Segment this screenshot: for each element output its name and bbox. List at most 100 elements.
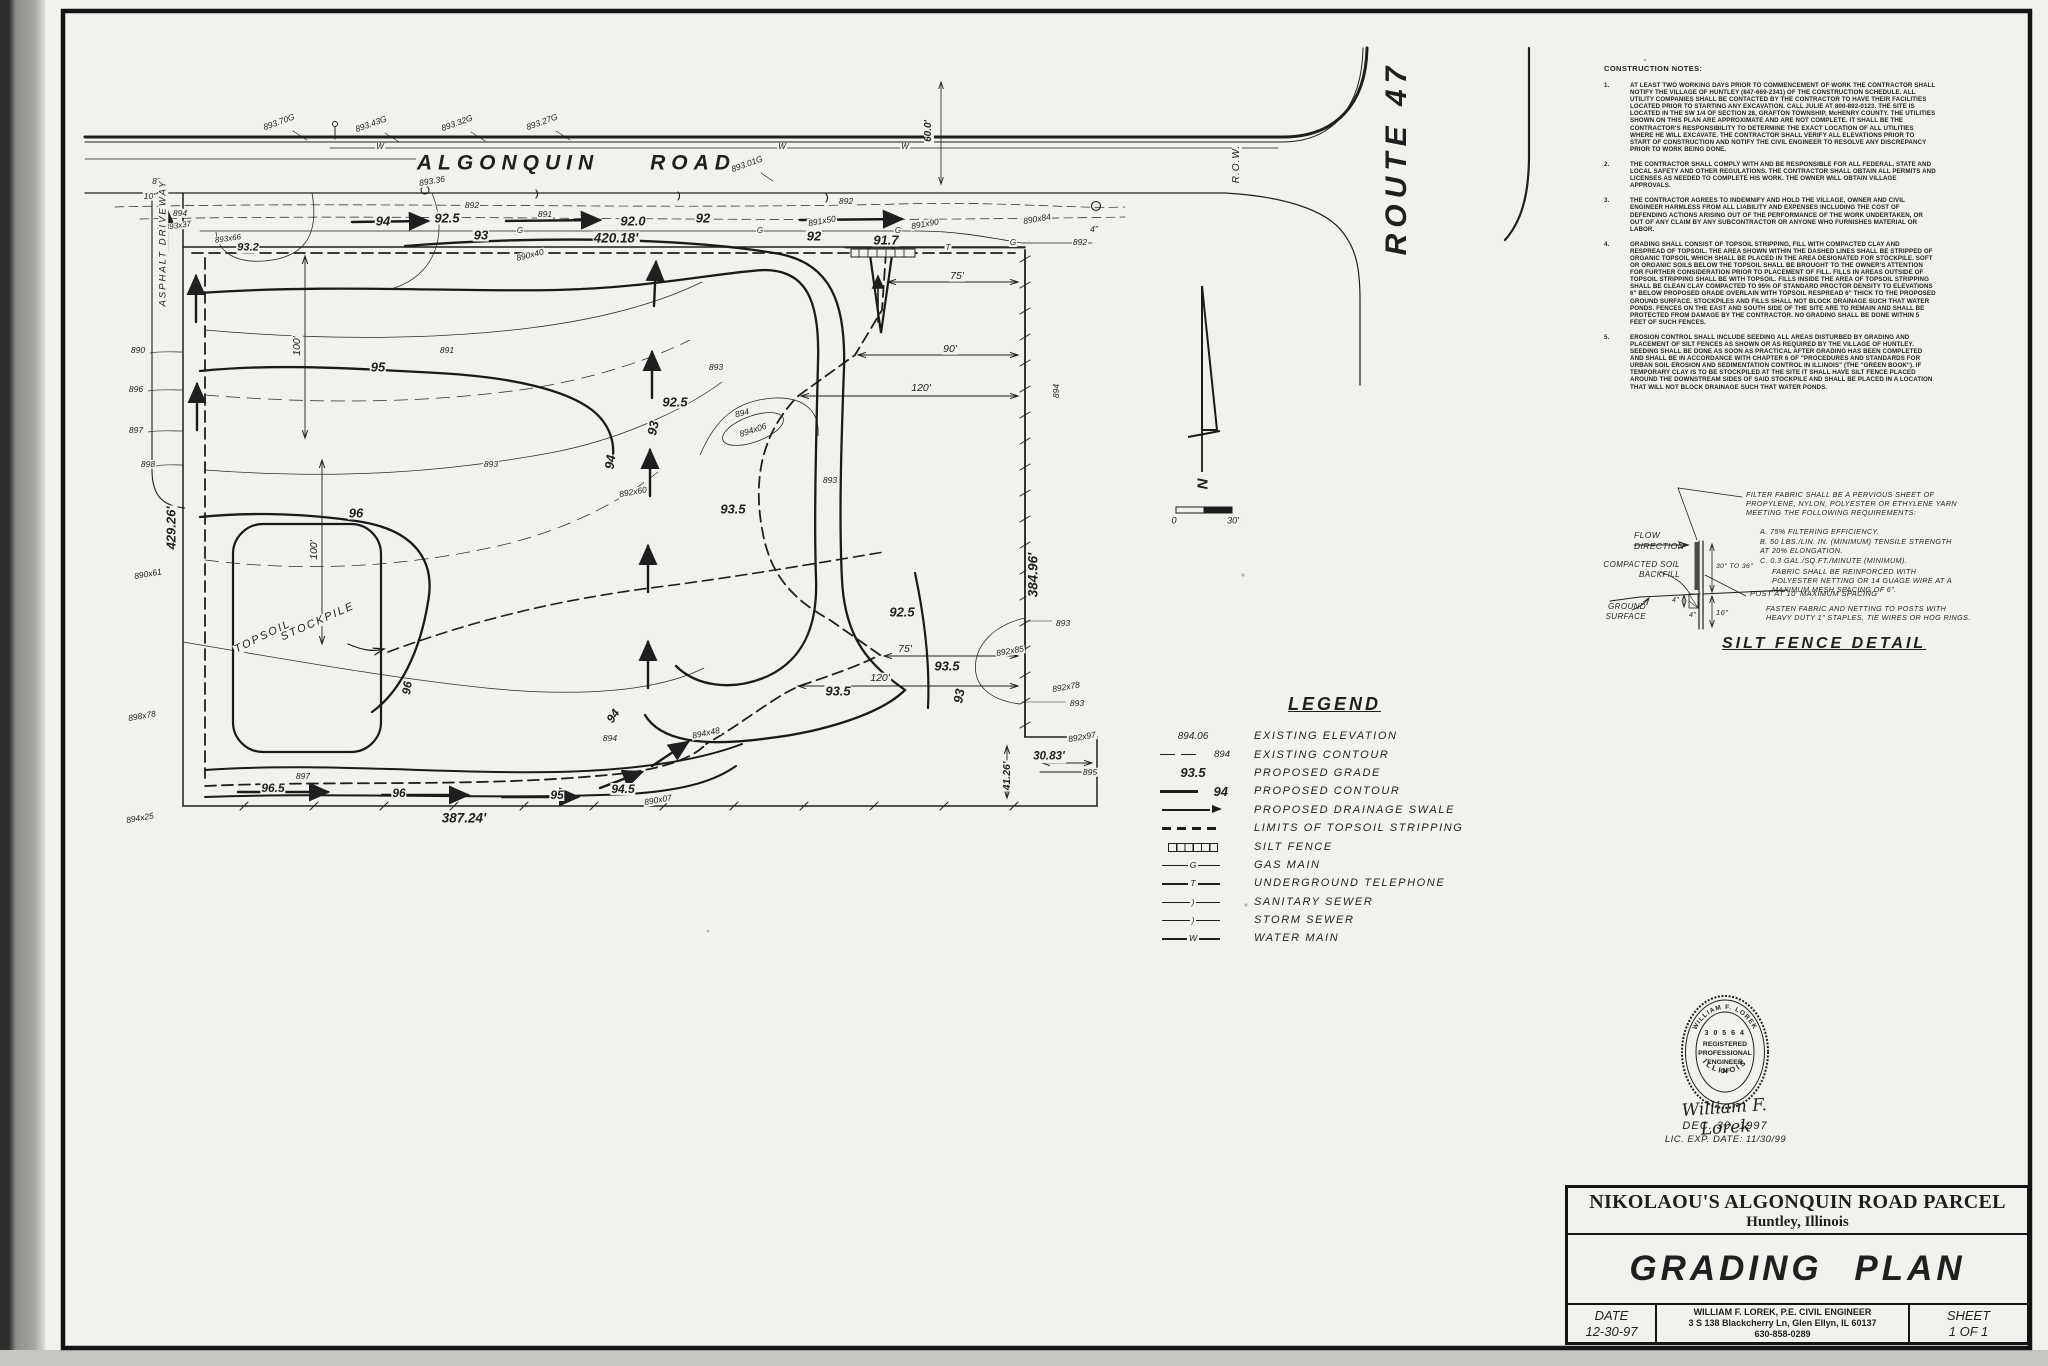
scan-specks: [706, 58, 1647, 933]
fasten-note: FASTEN FABRIC AND NETTING TO POSTS WITH …: [1766, 604, 1971, 622]
legend: LEGEND 894.06 EXISTING ELEVATION 894 EXISTI…: [1160, 694, 1540, 948]
engineer-cell: WILLIAM F. LOREK, P.E. CIVIL ENGINEER 3 …: [1657, 1305, 1910, 1342]
topsoil-stripping-limits: [191, 251, 1016, 787]
req-b: B. 50 LBS./LIN. IN. (MINIMUM) TENSILE ST…: [1760, 537, 1952, 555]
legend-item: 94 PROPOSED CONTOUR: [1160, 782, 1540, 800]
title-block: NIKOLAOU'S ALGONQUIN ROAD PARCEL Huntley…: [1565, 1185, 2030, 1345]
date-cell: DATE 12-30-97: [1568, 1305, 1657, 1342]
legend-item-label: EXISTING CONTOUR: [1254, 748, 1390, 761]
seal-line2: PROFESSIONAL: [1698, 1050, 1752, 1057]
line-g-symbol: G: [1160, 857, 1226, 873]
arrow-symbol: [1160, 802, 1226, 818]
line-t-symbol: T: [1160, 875, 1226, 891]
silt-fence-detail-title: SILT FENCE DETAIL: [1722, 635, 1927, 652]
legend-item-label: WATER MAIN: [1254, 932, 1340, 945]
legend-item: ) SANITARY SEWER: [1160, 893, 1540, 911]
dashes-symbol: [1160, 820, 1226, 836]
existing-contours: [147, 192, 1066, 705]
date-value: 12-30-97: [1585, 1323, 1638, 1339]
legend-item: 93.5 PROPOSED GRADE: [1160, 764, 1540, 782]
legend-item-label: PROPOSED DRAINAGE SWALE: [1254, 803, 1456, 816]
req-c: C. 0.3 GAL./SQ.FT./MINUTE (MINIMUM).: [1760, 556, 1908, 565]
legend-item: 894 EXISTING CONTOUR: [1160, 745, 1540, 763]
drawing-title-cell: GRADING PLAN: [1568, 1235, 2027, 1305]
engineer-address: 3 S 138 Blackcherry Ln, Glen Ellyn, IL 6…: [1688, 1317, 1877, 1328]
elev-symbol: 894.06: [1177, 730, 1209, 742]
grade-symbol: 93.5: [1180, 765, 1206, 781]
legend-item-label: PROPOSED GRADE: [1254, 766, 1381, 779]
seal-line4: OF: [1720, 1068, 1729, 1075]
sheet-label: SHEET: [1946, 1307, 1991, 1323]
legend-item-label: LIMITS OF TOPSOIL STRIPPING: [1254, 822, 1464, 835]
seal-arc-top: WILLIAM F. LOREK: [1692, 1004, 1758, 1031]
legend-item: ) STORM SEWER: [1160, 911, 1540, 929]
fence-height-dim: 30" TO 36": [1716, 563, 1754, 570]
construction-notes-list: 1.AT LEAST TWO WORKING DAYS PRIOR TO COM…: [1604, 82, 1972, 391]
silt-fence-symbol: [850, 248, 916, 258]
scan-edge-left: [0, 0, 46, 1366]
legend-item: PROPOSED DRAINAGE SWALE: [1160, 801, 1540, 819]
roads: [83, 46, 1531, 386]
dimensions: [305, 256, 1092, 798]
compacted-soil-label: COMPACTED SOIL BACKFILL: [1603, 560, 1680, 579]
legend-item: LIMITS OF TOPSOIL STRIPPING: [1160, 819, 1540, 837]
scale-bar: [1175, 506, 1233, 514]
legend-item: T UNDERGROUND TELEPHONE: [1160, 874, 1540, 892]
reinforce-note: FABRIC SHALL BE REINFORCED WITH POLYESTE…: [1772, 567, 1952, 594]
legend-item-label: UNDERGROUND TELEPHONE: [1254, 877, 1446, 890]
ground-surface-label: GROUND SURFACE: [1605, 602, 1646, 621]
fence-embed-dim: 16": [1716, 608, 1729, 617]
fence-symbol: [1160, 839, 1226, 855]
legend-item-label: EXISTING ELEVATION: [1254, 730, 1398, 743]
dashnum-symbol: 894: [1160, 747, 1230, 763]
legend-title: LEGEND: [1288, 694, 1382, 714]
trench-dim-2: 4": [1689, 612, 1697, 619]
legend-item-label: SILT FENCE: [1254, 840, 1333, 853]
svg-text:WILLIAM F. LOREK: WILLIAM F. LOREK: [1692, 1004, 1759, 1031]
seal-line1: REGISTERED: [1703, 1041, 1747, 1048]
sheet-cell: SHEET 1 OF 1: [1910, 1305, 2027, 1342]
legend-item-label: PROPOSED CONTOUR: [1254, 785, 1401, 798]
sheet-value: 1 OF 1: [1948, 1323, 1989, 1339]
stamp-license: LIC. EXP. DATE: 11/30/99: [1664, 1134, 1787, 1145]
construction-notes-header: CONSTRUCTION NOTES:: [1604, 64, 1703, 73]
title-block-footer: DATE 12-30-97 WILLIAM F. LOREK, P.E. CIV…: [1568, 1305, 2027, 1342]
construction-note: 3.THE CONTRACTOR AGREES TO INDEMNIFY AND…: [1604, 197, 1923, 233]
legend-item-label: SANITARY SEWER: [1254, 895, 1374, 908]
engineer-phone: 630-858-0289: [1754, 1329, 1811, 1340]
post-note: POST AT 10' MAXIMUM SPACING: [1750, 589, 1878, 598]
seal-number: 3 0 5 6 4: [1705, 1030, 1746, 1037]
scan-edge-bottom: [0, 1350, 2048, 1366]
trench-dim: 4": [1672, 597, 1680, 604]
legend-item-label: STORM SEWER: [1254, 914, 1355, 927]
legend-item-label: GAS MAIN: [1254, 858, 1321, 871]
engineer-seal: WILLIAM F. LOREK ILLINOIS 3 0 5 6 4 REGI…: [1681, 995, 1769, 1109]
seal-line3: ENGINEER: [1707, 1059, 1743, 1066]
fabric-note: FILTER FABRIC SHALL BE A PERVIOUS SHEET …: [1746, 490, 1957, 517]
construction-note: 2.THE CONTRACTOR SHALL COMPLY WITH AND B…: [1604, 160, 1936, 190]
sheet-border: [60, 8, 2033, 1351]
drainage-swale-arrows: [157, 207, 905, 807]
project-name-cell: NIKOLAOU'S ALGONQUIN ROAD PARCEL Huntley…: [1568, 1188, 2027, 1235]
legend-item: SILT FENCE: [1160, 837, 1540, 855]
construction-note: 4.GRADING SHALL CONSIST OF TOPSOIL STRIP…: [1604, 240, 1936, 326]
legend-item: 894.06 EXISTING ELEVATION: [1160, 727, 1540, 745]
construction-note: 5.EROSION CONTROL SHALL INCLUDE SEEDING …: [1604, 333, 1933, 391]
silt-fence-detail-drawing: [1609, 487, 1789, 630]
legend-items: 894.06 EXISTING ELEVATION 894 EXISTING CONT…: [1160, 727, 1540, 948]
project-location: Huntley, Illinois: [1746, 1214, 1849, 1230]
line-w-symbol: W: [1160, 930, 1226, 946]
legend-item: G GAS MAIN: [1160, 856, 1540, 874]
legend-item: W WATER MAIN: [1160, 929, 1540, 947]
stamp-date: DEC. 30, 1997: [1682, 1120, 1768, 1132]
req-a: A. 75% FILTERING EFFICIENCY.: [1760, 527, 1880, 536]
engineer-name: WILLIAM F. LOREK, P.E. CIVIL ENGINEER: [1693, 1306, 1872, 1317]
line-storm-symbol: ): [1160, 912, 1226, 928]
solidnum-symbol: 94: [1160, 783, 1228, 799]
line-san-symbol: ): [1160, 894, 1226, 910]
drawing-title: GRADING PLAN: [1629, 1249, 1966, 1288]
project-title: NIKOLAOU'S ALGONQUIN ROAD PARCEL: [1589, 1191, 2006, 1213]
